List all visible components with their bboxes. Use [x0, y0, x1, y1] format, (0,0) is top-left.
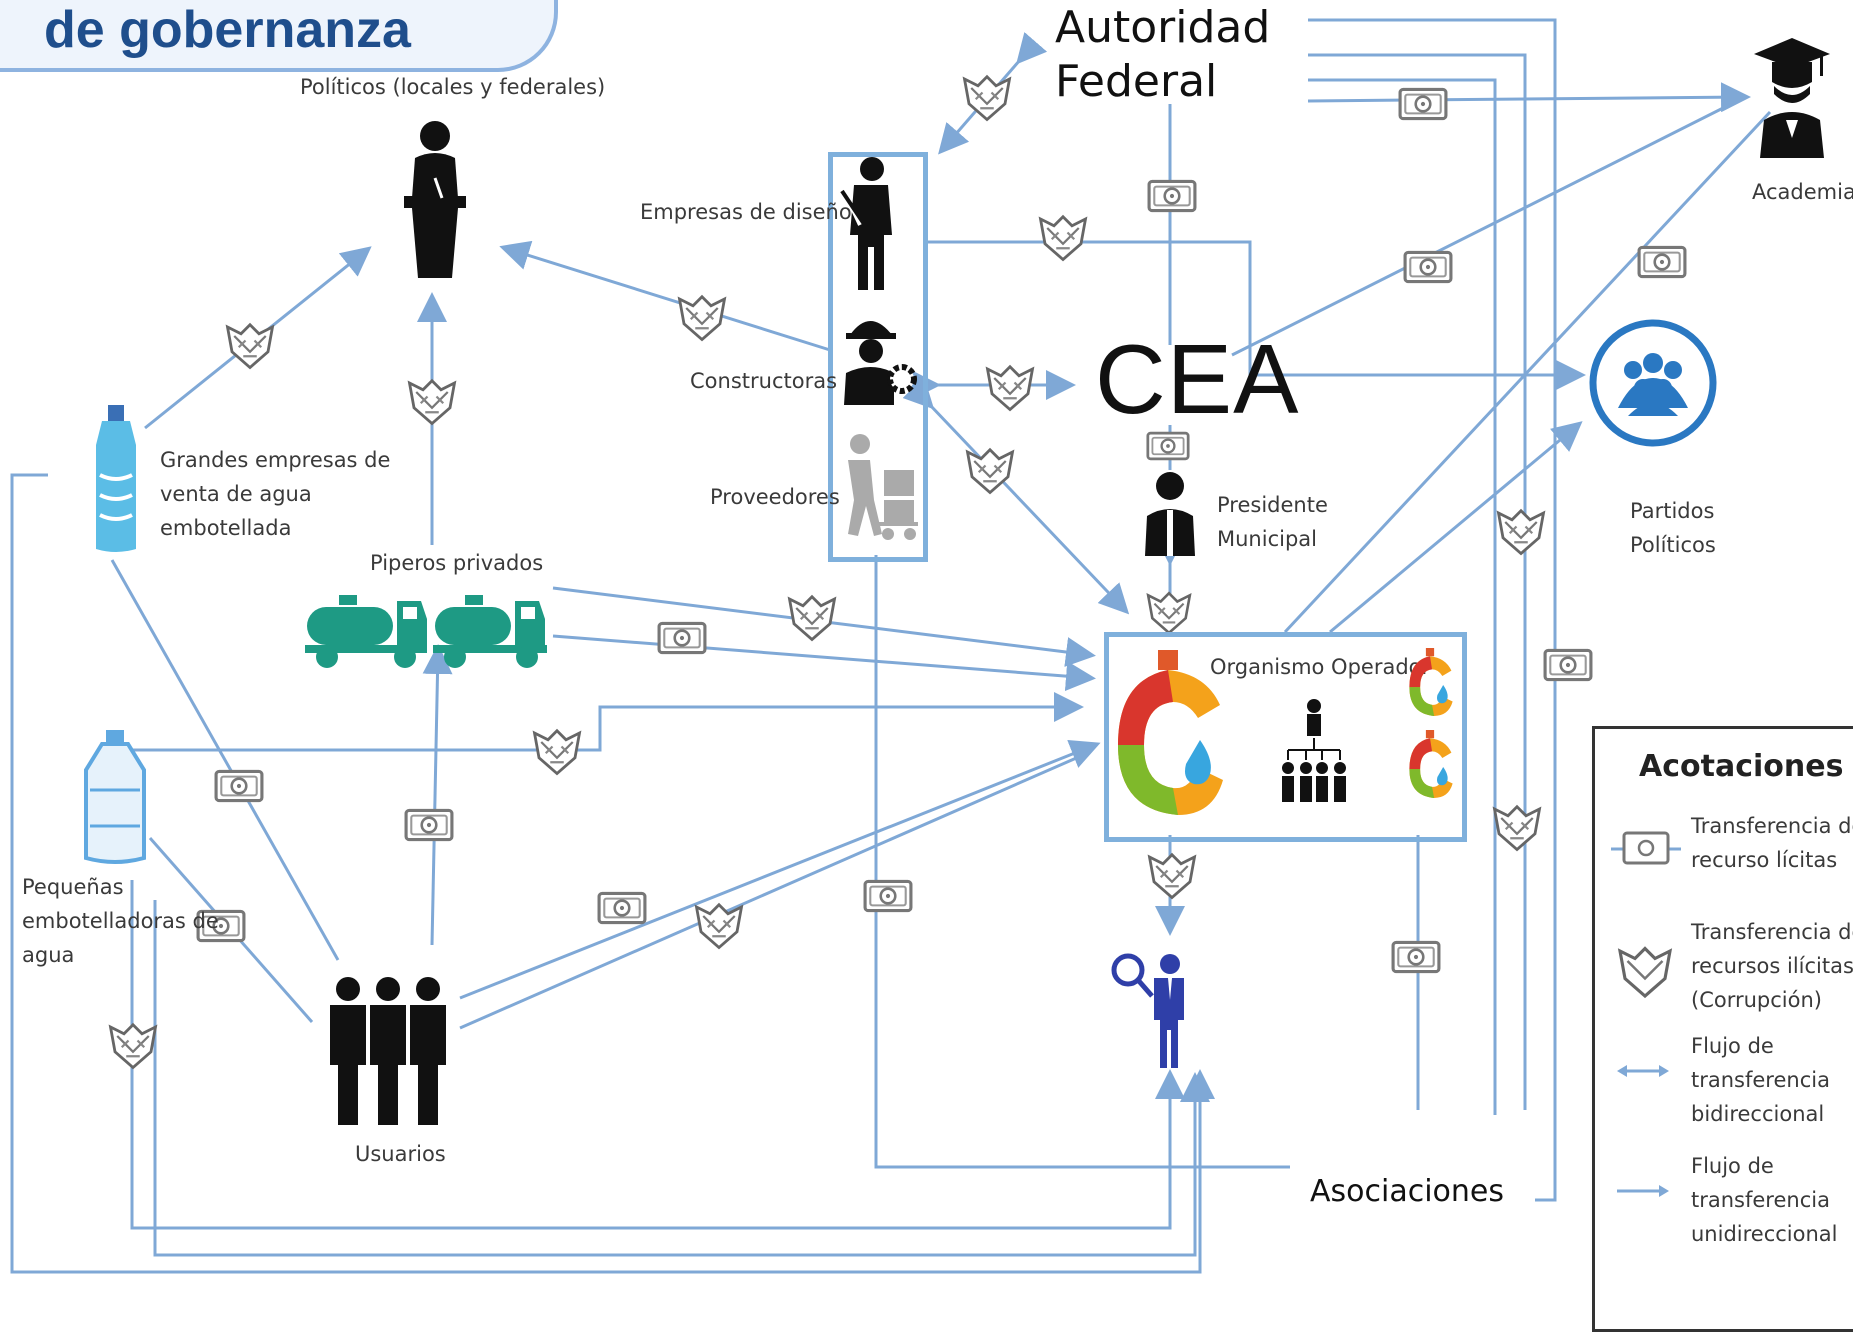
pequenas-line2: embotelladoras de — [22, 909, 219, 933]
double-arrow-icon — [1617, 1065, 1669, 1077]
water-truck-icon — [305, 595, 547, 668]
pequenas-line1: Pequeñas — [22, 875, 124, 899]
legend-item-4-line2: transferencia — [1691, 1188, 1830, 1212]
water-jug-icon — [84, 730, 146, 864]
legend-item-4-line1: Flujo de — [1691, 1154, 1774, 1178]
piperos-label: Piperos privados — [370, 551, 544, 575]
utility-logo-small-icon-2 — [1409, 730, 1453, 798]
legend-item-1-line1: Transferencia de — [1691, 814, 1853, 838]
single-arrow-icon — [1617, 1185, 1669, 1197]
proveedores-label: Proveedores — [710, 485, 840, 509]
users-group-icon — [330, 977, 446, 1125]
empresas-group-box — [828, 152, 928, 562]
construction-worker-icon — [844, 321, 917, 405]
grandes-empresas-line1: Grandes empresas de — [160, 448, 391, 472]
partidos-line1: Partidos — [1630, 499, 1715, 523]
org-chart-icon — [1282, 699, 1346, 802]
water-bottle-icon — [96, 405, 136, 552]
organismo-label: Organismo Operador — [1210, 655, 1431, 679]
legend-item-1-line2: recurso lícitas — [1691, 848, 1838, 872]
autoridad-federal-line1: Autoridad — [1055, 2, 1271, 53]
supplier-cart-icon — [848, 434, 918, 540]
legend-panel: Acotaciones Transferencia de recurso líc… — [1592, 726, 1853, 1332]
constructoras-label: Constructoras — [690, 369, 838, 393]
mayor-icon — [1145, 472, 1195, 556]
cea-label: CEA — [1095, 324, 1300, 434]
legend-item-3-line3: bidireccional — [1691, 1102, 1825, 1126]
legend-item-2-line1: Transferencia de — [1691, 920, 1853, 944]
organismo-operador-box — [1104, 632, 1467, 842]
legend-item-2-line2: recursos ilícitas — [1691, 954, 1853, 978]
connections-layer — [10, 18, 1772, 1274]
title-tab: de gobernanza — [0, 0, 558, 72]
pequenas-line3: agua — [22, 943, 75, 967]
asociaciones-label: Asociaciones — [1310, 1174, 1505, 1209]
grandes-empresas-line3: embotellada — [160, 516, 292, 540]
usuarios-label: Usuarios — [355, 1142, 446, 1166]
presidente-line2: Municipal — [1217, 527, 1317, 551]
political-parties-icon — [1589, 319, 1717, 447]
presidente-line1: Presidente — [1217, 493, 1328, 517]
legend-item-4-line3: unidireccional — [1691, 1222, 1838, 1246]
page-title: de gobernanza — [44, 1, 411, 59]
autoridad-federal-line2: Federal — [1055, 56, 1218, 107]
legend-item-3-line1: Flujo de — [1691, 1034, 1774, 1058]
auditor-icon — [1111, 953, 1184, 1068]
legend-item-3-line2: transferencia — [1691, 1068, 1830, 1092]
legend-title: Acotaciones — [1639, 749, 1844, 784]
grandes-empresas-line2: venta de agua — [160, 482, 312, 506]
designer-icon — [840, 157, 892, 290]
water-utility-logo-icon — [1118, 650, 1223, 815]
money-bill-icon — [1611, 831, 1681, 865]
academia-label: Academia — [1752, 180, 1853, 204]
empresas-diseno-label: Empresas de diseño — [640, 200, 852, 224]
politicos-label: Políticos (locales y federales) — [300, 75, 606, 99]
handshake-icon — [1617, 946, 1673, 999]
graduate-icon — [1754, 38, 1830, 158]
legend-item-2-line3: (Corrupción) — [1691, 988, 1822, 1012]
partidos-line2: Políticos — [1630, 533, 1716, 557]
speaker-podium-icon — [404, 121, 466, 278]
utility-logo-small-icon — [1409, 648, 1453, 716]
